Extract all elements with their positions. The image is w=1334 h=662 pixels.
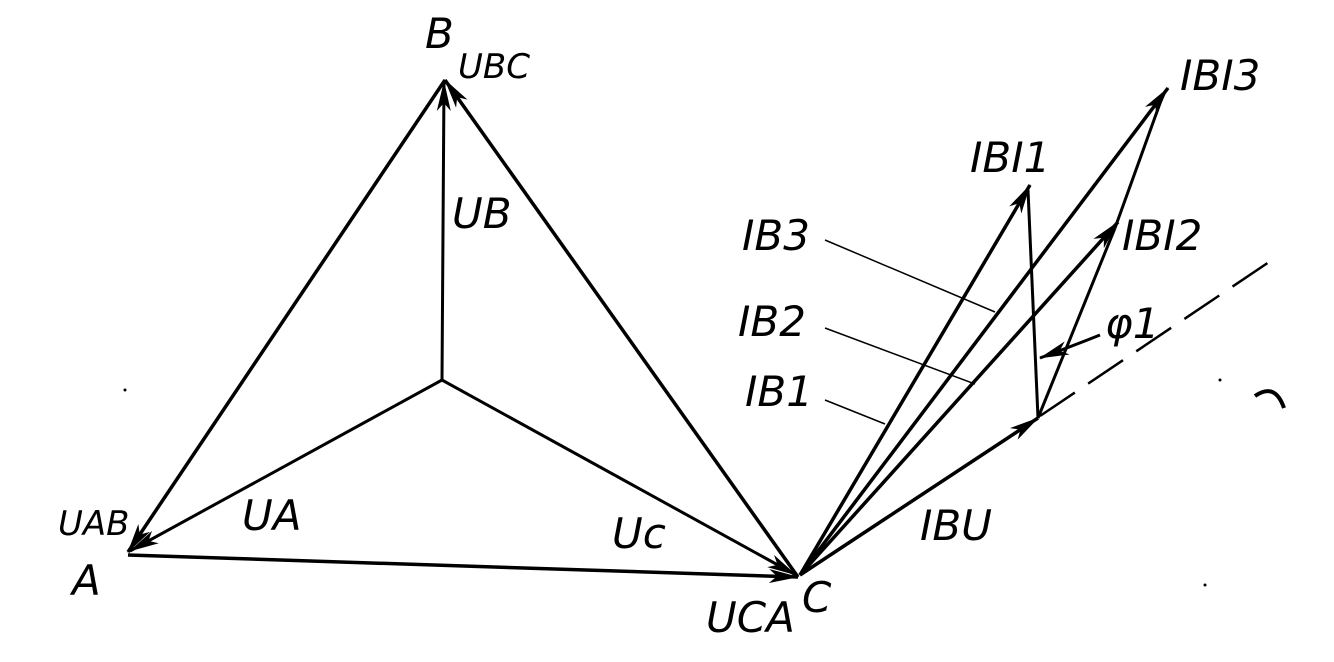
vector-i-bi1 bbox=[798, 184, 1032, 576]
dashed-extension bbox=[1039, 256, 1276, 418]
label-i-bu: IBU bbox=[920, 501, 992, 550]
label-i-b2: IB2 bbox=[738, 297, 806, 346]
label-i-bi3: IBI3 bbox=[1180, 51, 1260, 100]
leader-ib3 bbox=[824, 239, 996, 313]
vector-i-bi3 bbox=[798, 86, 1170, 577]
voltage-triangle bbox=[126, 78, 800, 584]
label-i-bi2: IBI2 bbox=[1122, 211, 1202, 260]
stray-dot bbox=[1218, 378, 1222, 382]
label-u-b: UB bbox=[452, 189, 512, 238]
label-u-ca: UCA bbox=[706, 593, 795, 642]
vector-u-bc bbox=[443, 78, 800, 579]
stray-dot bbox=[123, 388, 127, 392]
label-u-ab: UAB bbox=[58, 504, 129, 544]
label-i-b3: IB3 bbox=[742, 211, 810, 260]
vector-u-ca bbox=[127, 553, 799, 584]
label-phi1: φ1 bbox=[1105, 299, 1159, 348]
stray-dot bbox=[1203, 583, 1207, 587]
stray-arc-mark bbox=[1253, 389, 1286, 409]
line-ibi1-to-bu bbox=[1026, 189, 1040, 419]
current-vectors bbox=[798, 86, 1170, 577]
label-u-a: UA bbox=[242, 491, 301, 540]
vector-i-bi2 bbox=[798, 220, 1120, 577]
label-node-a: A bbox=[69, 556, 101, 605]
label-i-bi1: IBI1 bbox=[970, 133, 1050, 182]
vector-u-c bbox=[441, 378, 797, 577]
label-node-c: C bbox=[802, 573, 832, 622]
leader-lines bbox=[824, 239, 996, 425]
label-u-c: Uc bbox=[612, 509, 666, 558]
leader-ib1 bbox=[824, 399, 886, 425]
phase-voltages bbox=[129, 81, 797, 577]
line-bu-to-ibi2 bbox=[1036, 227, 1117, 419]
vector-u-b bbox=[436, 81, 451, 381]
label-node-b: B bbox=[425, 9, 454, 58]
label-i-b1: IB1 bbox=[745, 367, 813, 416]
closing-lines bbox=[1026, 94, 1165, 419]
leader-ib2 bbox=[824, 327, 976, 385]
vector-u-a bbox=[129, 378, 443, 553]
vector-u-ab bbox=[126, 79, 447, 553]
line-ibi2-to-ibi3 bbox=[1113, 94, 1165, 229]
label-u-bc: UBC bbox=[458, 47, 530, 87]
vector-i-bu bbox=[799, 416, 1039, 577]
phi-angle-arrow bbox=[1039, 333, 1101, 360]
